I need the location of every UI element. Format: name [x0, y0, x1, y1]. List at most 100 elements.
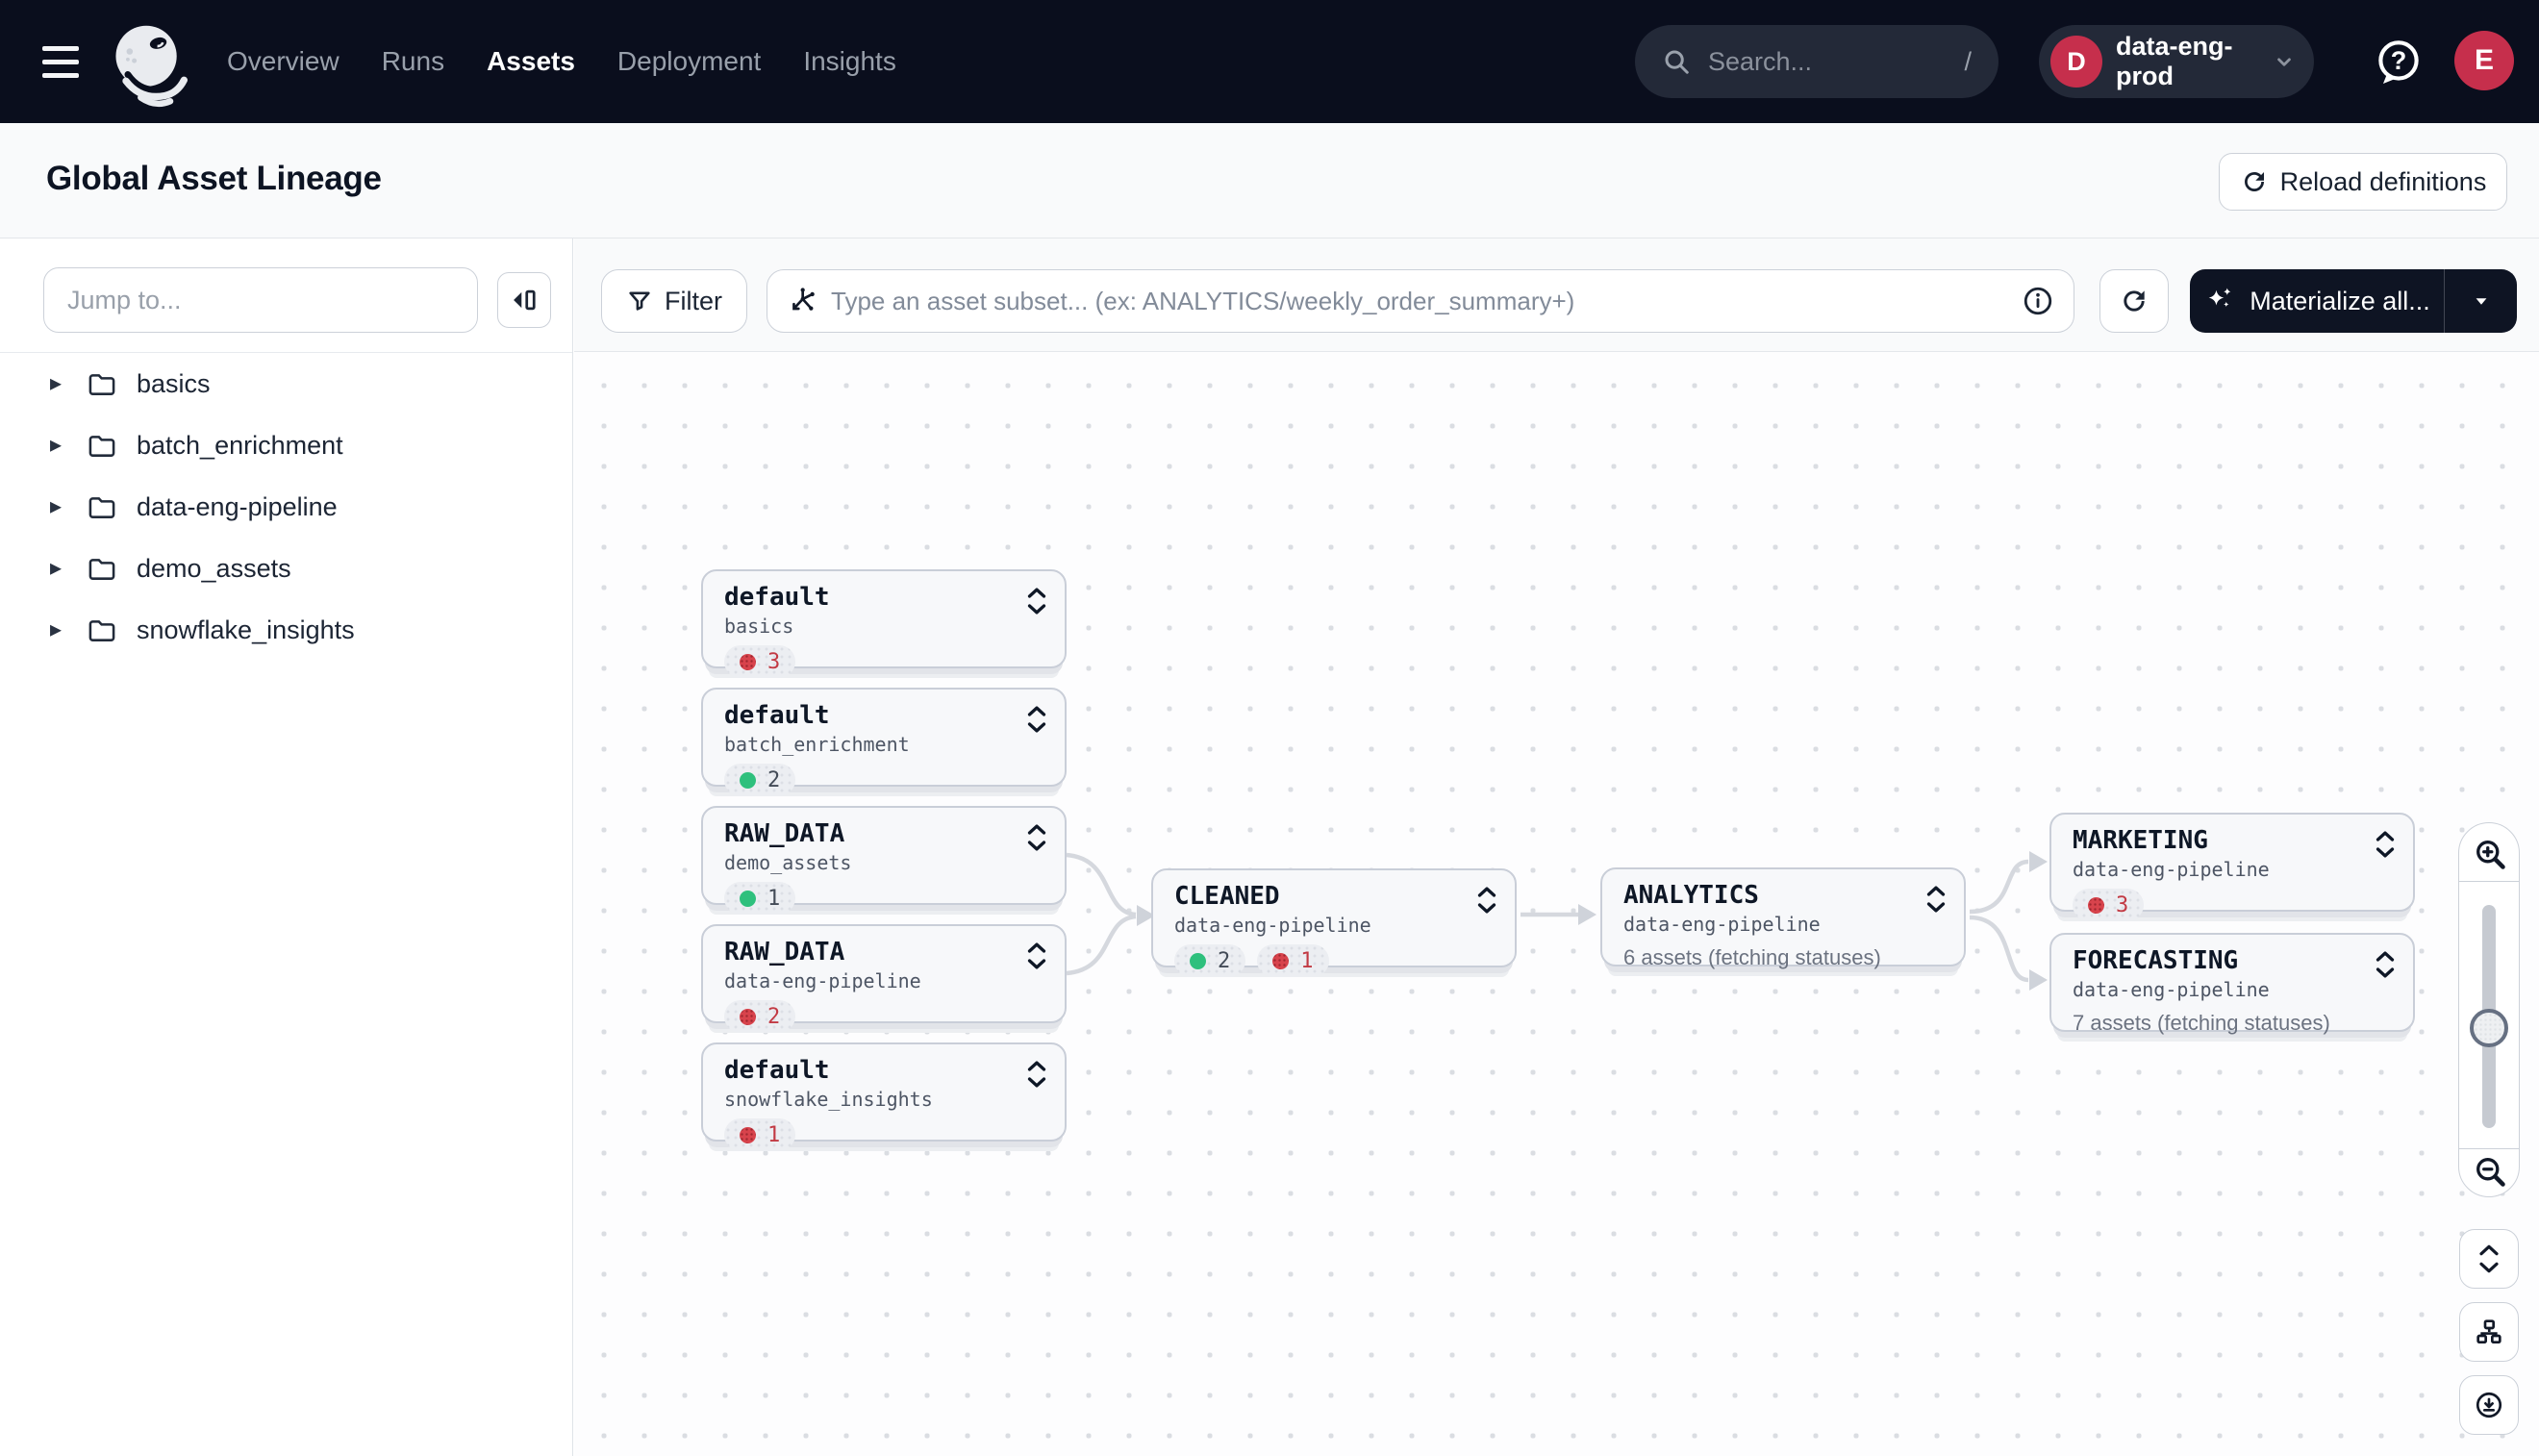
asset-group-node-snowflake-insights[interactable]: default snowflake_insights 1 — [701, 1042, 1067, 1142]
reload-definitions-button[interactable]: Reload definitions — [2219, 153, 2507, 211]
status-badge: 1 — [1257, 944, 1328, 977]
folder-icon — [87, 555, 117, 582]
zoom-control — [2458, 822, 2520, 1197]
asset-group-node-basics[interactable]: default basics 3 — [701, 569, 1067, 668]
workspace-switcher[interactable]: D data-eng-prod — [2039, 25, 2314, 98]
folder-label: demo_assets — [137, 554, 291, 584]
workspace-initial-badge: D — [2050, 36, 2102, 88]
folder-icon — [87, 432, 117, 459]
asset-group-node-batch-enrichment[interactable]: default batch_enrichment 2 — [701, 688, 1067, 787]
dagster-logo[interactable] — [104, 17, 192, 110]
primary-nav: Overview Runs Assets Deployment Insights — [227, 0, 896, 123]
unfold-node-icon[interactable] — [1024, 823, 1049, 852]
divider — [2459, 881, 2519, 882]
asset-group-node-raw-data-pipeline[interactable]: RAW_DATA data-eng-pipeline 2 — [701, 924, 1067, 1023]
status-badge: 1 — [724, 882, 795, 915]
node-title: default — [724, 1056, 1045, 1085]
nav-deployment[interactable]: Deployment — [617, 46, 761, 77]
node-title: RAW_DATA — [724, 938, 1045, 966]
sidebar-item-demo-assets[interactable]: ▸ demo_assets — [0, 538, 572, 599]
top-nav: Overview Runs Assets Deployment Insights… — [0, 0, 2539, 123]
materialize-all-main[interactable]: Materialize all... — [2190, 285, 2444, 317]
asset-selection-icon — [787, 286, 817, 316]
folder-tree: ▸ basics ▸ batch_enrichment ▸ data-eng-p… — [0, 353, 572, 661]
node-status-text: 7 assets (fetching statuses) — [2073, 1011, 2330, 1036]
node-subtitle: data-eng-pipeline — [2073, 978, 2394, 1001]
unfold-node-icon[interactable] — [1024, 1060, 1049, 1089]
status-badge: 2 — [724, 764, 795, 796]
node-subtitle: batch_enrichment — [724, 733, 1045, 756]
status-dot-icon — [740, 654, 756, 670]
unfold-node-icon[interactable] — [1024, 941, 1049, 970]
asset-group-node-raw-data-demo[interactable]: RAW_DATA demo_assets 1 — [701, 806, 1067, 905]
expand-collapse-all-button[interactable] — [2459, 1229, 2519, 1289]
asset-group-node-marketing[interactable]: MARKETING data-eng-pipeline 3 — [2049, 813, 2415, 912]
asset-group-node-cleaned[interactable]: CLEANED data-eng-pipeline 2 1 — [1151, 868, 1517, 967]
caret-right-icon[interactable]: ▸ — [50, 372, 69, 395]
unfold-node-icon[interactable] — [1474, 886, 1499, 915]
status-dot-icon — [740, 1127, 756, 1143]
node-subtitle: data-eng-pipeline — [2073, 858, 2394, 881]
refresh-graph-button[interactable] — [2099, 269, 2169, 333]
collapse-sidebar-button[interactable] — [497, 272, 551, 328]
workspace-name: data-eng-prod — [2116, 32, 2258, 91]
nav-runs[interactable]: Runs — [382, 46, 444, 77]
asset-group-node-forecasting[interactable]: FORECASTING data-eng-pipeline 7 assets (… — [2049, 933, 2415, 1032]
search-icon — [1662, 47, 1691, 76]
status-badge: 2 — [724, 1000, 795, 1033]
unfold-node-icon[interactable] — [1024, 587, 1049, 615]
node-subtitle: basics — [724, 615, 1045, 638]
hamburger-menu-icon[interactable] — [42, 42, 81, 81]
sidebar-item-snowflake-insights[interactable]: ▸ snowflake_insights — [0, 599, 572, 661]
hierarchy-icon — [2474, 1317, 2504, 1347]
page-header: Global Asset Lineage Reload definitions — [0, 123, 2539, 238]
sidebar-item-batch-enrichment[interactable]: ▸ batch_enrichment — [0, 414, 572, 476]
zoom-in-icon[interactable] — [2473, 837, 2507, 871]
node-title: MARKETING — [2073, 826, 2394, 855]
asset-tree-sidebar: ▸ basics ▸ batch_enrichment ▸ data-eng-p… — [0, 238, 573, 1456]
filter-button[interactable]: Filter — [601, 269, 747, 333]
nav-insights[interactable]: Insights — [803, 46, 896, 77]
node-title: default — [724, 701, 1045, 730]
status-dot-icon — [740, 1009, 756, 1025]
status-badge: 3 — [724, 645, 795, 678]
caret-right-icon[interactable]: ▸ — [50, 618, 69, 641]
unfold-node-icon[interactable] — [1024, 705, 1049, 734]
global-search[interactable]: Search... / — [1635, 25, 1999, 98]
caret-right-icon[interactable]: ▸ — [50, 557, 69, 580]
unfold-node-icon[interactable] — [2373, 830, 2398, 859]
unfold-more-icon — [2476, 1243, 2502, 1274]
nav-overview[interactable]: Overview — [227, 46, 339, 77]
sidebar-item-basics[interactable]: ▸ basics — [0, 353, 572, 414]
asset-subset-input[interactable] — [831, 287, 2022, 316]
filter-icon — [626, 288, 653, 314]
materialize-all-button[interactable]: Materialize all... — [2190, 269, 2517, 333]
help-icon[interactable]: ? — [2374, 37, 2424, 87]
zoom-out-icon[interactable] — [2473, 1154, 2507, 1189]
download-image-button[interactable] — [2459, 1375, 2519, 1435]
nav-assets[interactable]: Assets — [487, 46, 575, 77]
unfold-node-icon[interactable] — [2373, 950, 2398, 979]
caret-right-icon[interactable]: ▸ — [50, 495, 69, 518]
folder-label: snowflake_insights — [137, 615, 355, 645]
node-subtitle: data-eng-pipeline — [1623, 913, 1945, 936]
unfold-node-icon[interactable] — [1923, 885, 1948, 914]
refresh-icon — [2119, 286, 2149, 316]
node-title: CLEANED — [1174, 882, 1496, 911]
user-avatar[interactable]: E — [2454, 31, 2514, 90]
layout-hierarchy-button[interactable] — [2459, 1302, 2519, 1362]
node-title: ANALYTICS — [1623, 881, 1945, 910]
page-title: Global Asset Lineage — [46, 160, 382, 198]
status-dot-icon — [740, 891, 756, 907]
zoom-slider-handle[interactable] — [2470, 1009, 2508, 1047]
folder-label: batch_enrichment — [137, 431, 343, 461]
materialize-options-caret[interactable] — [2444, 269, 2517, 333]
chevron-down-icon — [2272, 49, 2297, 74]
status-dot-icon — [1190, 953, 1206, 969]
asset-group-node-analytics[interactable]: ANALYTICS data-eng-pipeline 6 assets (fe… — [1600, 867, 1966, 966]
sidebar-item-data-eng-pipeline[interactable]: ▸ data-eng-pipeline — [0, 476, 572, 538]
folder-label: basics — [137, 369, 211, 399]
caret-right-icon[interactable]: ▸ — [50, 434, 69, 457]
info-icon[interactable] — [2022, 285, 2054, 317]
jump-to-input[interactable] — [43, 267, 478, 333]
